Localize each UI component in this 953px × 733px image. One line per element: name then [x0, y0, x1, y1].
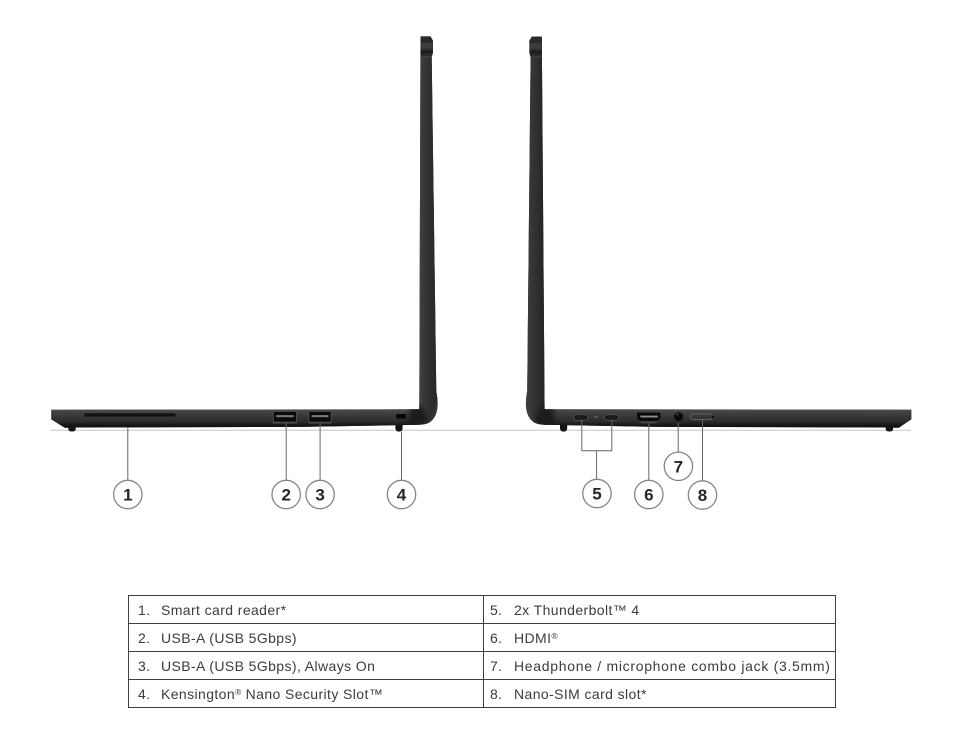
svg-text:8: 8	[698, 486, 707, 505]
svg-text:4: 4	[397, 486, 407, 505]
svg-text:2: 2	[281, 486, 290, 505]
svg-text:6: 6	[644, 486, 653, 505]
svg-text:3: 3	[315, 486, 324, 505]
svg-text:7: 7	[674, 457, 683, 476]
svg-text:1: 1	[123, 486, 132, 505]
svg-text:5: 5	[592, 485, 601, 504]
